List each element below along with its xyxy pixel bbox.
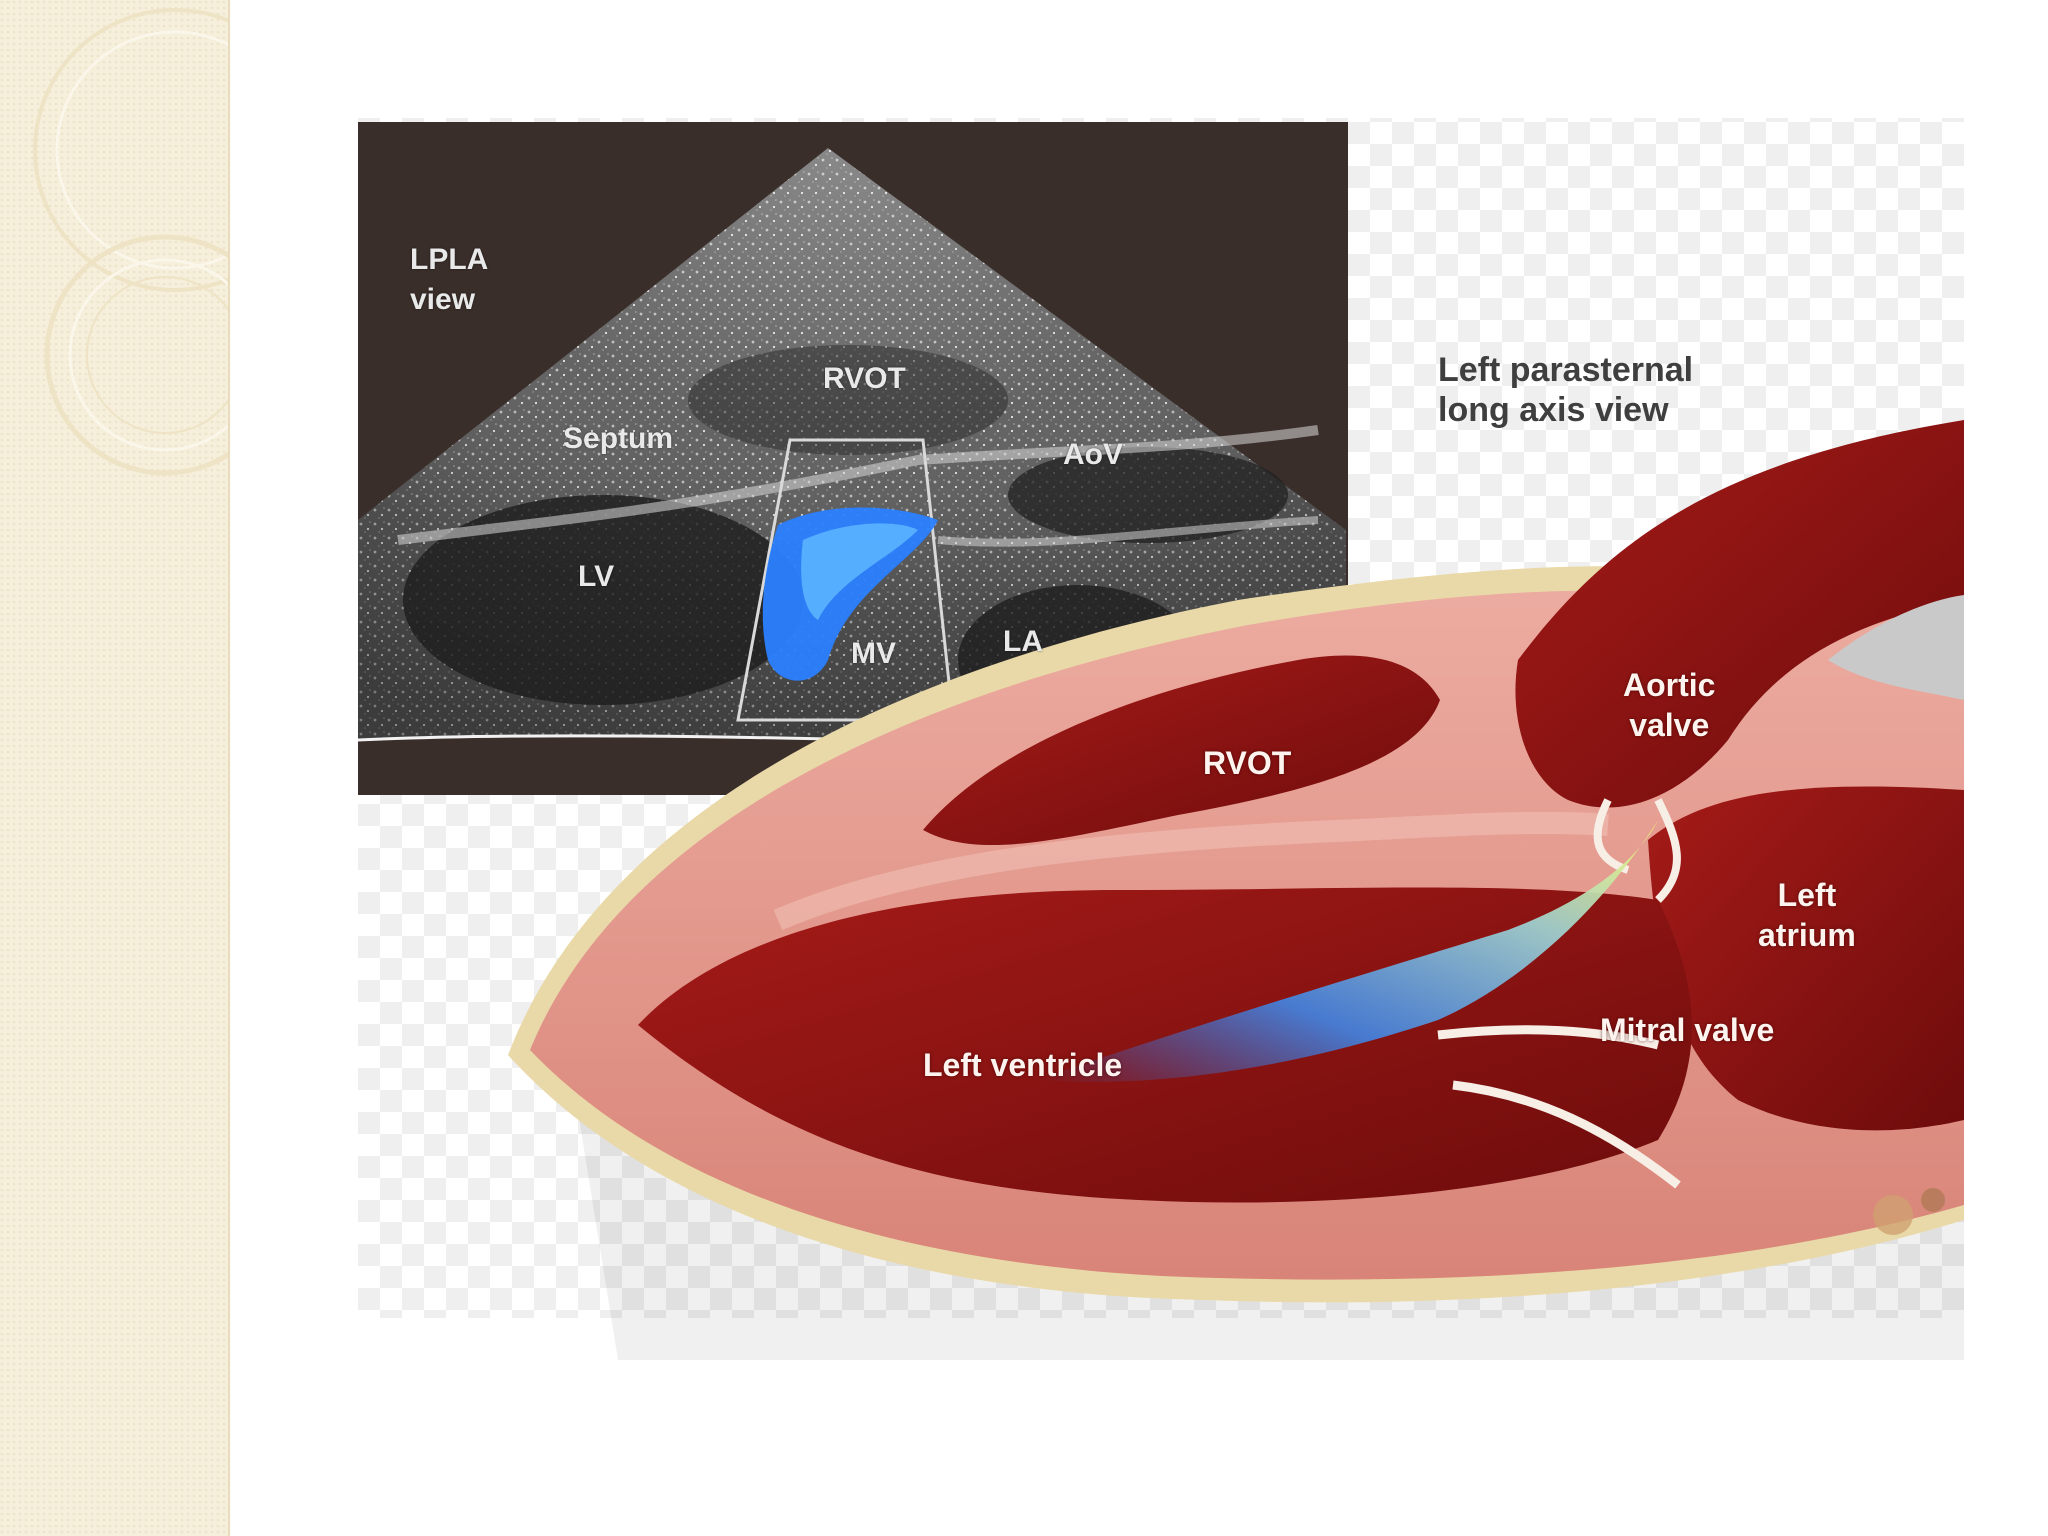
decorative-rings xyxy=(33,8,228,476)
echo-view-label-line1: LPLA xyxy=(410,243,489,276)
echo-view-label-line2: view xyxy=(410,283,476,316)
echo-image xyxy=(358,122,1348,795)
caption-line2: long axis view xyxy=(1438,391,1669,429)
echo-label-mv: MV xyxy=(851,637,896,670)
heart-label-aortic-valve-line2: valve xyxy=(1629,707,1710,743)
slide-sidebar xyxy=(0,0,230,1536)
heart-label-aortic-valve-line1: Aortic xyxy=(1623,667,1716,703)
figure-graphics xyxy=(358,118,1964,1360)
caption-line1: Left parasternal xyxy=(1438,351,1694,389)
echo-label-aov: AoV xyxy=(1063,438,1123,471)
heart-label-aortic-valve: Aortic valve xyxy=(1623,665,1715,745)
echo-view-label: LPLA view xyxy=(410,240,488,320)
heart-illustration xyxy=(508,420,1964,1360)
heart-label-left-atrium-line1: Left xyxy=(1777,877,1837,913)
figure-caption: Left parasternal long axis view xyxy=(1438,350,1693,430)
echo-label-la: LA xyxy=(1003,625,1043,658)
heart-label-left-atrium: Left atrium xyxy=(1758,875,1856,955)
heart-figure: LPLA view RVOT Septum AoV LV MV LA Left … xyxy=(358,100,1964,1380)
echo-label-septum: Septum xyxy=(563,422,674,455)
heart-label-left-ventricle: Left ventricle xyxy=(923,1047,1123,1083)
heart-label-mitral-valve: Mitral valve xyxy=(1600,1012,1775,1048)
echo-label-lv: LV xyxy=(578,560,615,593)
heart-label-left-atrium-line2: atrium xyxy=(1758,917,1856,953)
heart-label-rvot: RVOT xyxy=(1203,745,1292,781)
echo-label-rvot: RVOT xyxy=(823,362,906,395)
